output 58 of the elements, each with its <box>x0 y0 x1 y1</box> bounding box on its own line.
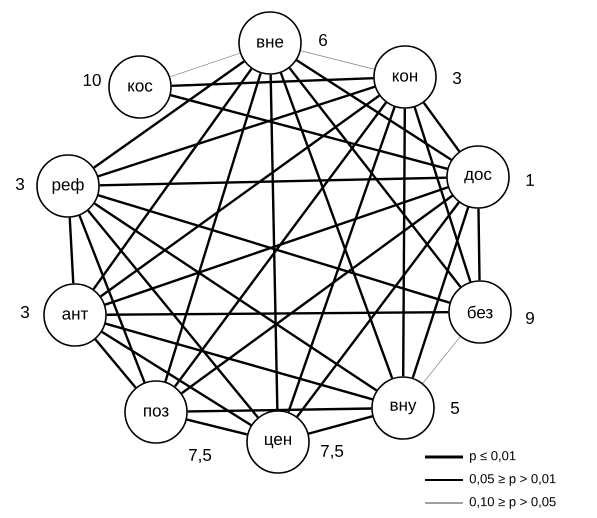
connector-line <box>164 73 262 382</box>
rank-number: 10 <box>84 74 101 86</box>
connector-line <box>422 336 460 384</box>
circle-node: вне <box>238 11 302 75</box>
connector-line <box>280 72 394 379</box>
connector-line <box>105 322 373 400</box>
connector-line <box>296 59 452 161</box>
connector-line <box>172 77 374 87</box>
connector-line <box>94 202 378 392</box>
rank-number: 1 <box>526 174 534 186</box>
connector-line <box>186 418 248 436</box>
connector-line <box>414 106 472 282</box>
rank-number: 3 <box>16 178 24 190</box>
circle-node: поз <box>124 380 188 444</box>
connector-line <box>412 206 470 378</box>
circle-node: дос <box>446 145 510 209</box>
connector-line <box>296 202 460 418</box>
rank-number: 5 <box>450 402 459 414</box>
rank-number: 3 <box>452 72 461 84</box>
circle-node: вну <box>371 376 435 440</box>
rank-number: 6 <box>319 34 327 46</box>
legend-entry: p ≤ 0,01 <box>425 451 516 463</box>
rank-number: 9 <box>526 312 534 324</box>
circle-node: кон <box>373 45 437 109</box>
connector-line <box>94 338 137 388</box>
connector-line <box>308 415 373 435</box>
rank-number: 7,5 <box>189 449 212 463</box>
connector-line <box>101 330 252 426</box>
circle-node: ант <box>43 283 107 347</box>
rank-number: 3 <box>20 306 29 318</box>
circle-node: без <box>448 280 512 344</box>
legend-entry: 0,10 ≥ p > 0,05 <box>424 497 556 509</box>
connector-line <box>269 74 279 410</box>
connector-line <box>170 94 448 170</box>
connector-line <box>100 176 446 186</box>
connector-line <box>87 210 259 418</box>
connector-line <box>188 407 372 413</box>
connector-line <box>100 94 380 298</box>
connector-line <box>180 194 454 394</box>
connector-line <box>477 208 481 280</box>
connector-line <box>422 102 460 152</box>
circle-node: цен <box>246 410 310 474</box>
connector-line <box>287 106 396 412</box>
connector-line <box>92 68 252 290</box>
connector-line <box>402 108 406 376</box>
connector-line <box>93 60 245 169</box>
connector-line <box>288 67 462 288</box>
connector-line <box>68 218 74 284</box>
rank-number: 7,5 <box>321 445 344 459</box>
connector-line <box>106 311 448 316</box>
connector-line <box>78 215 146 383</box>
circle-node: реф <box>36 154 100 218</box>
connector-line <box>174 102 387 388</box>
circle-node: кос <box>108 55 172 119</box>
connector-line <box>300 50 375 70</box>
connector-line <box>98 86 376 178</box>
legend-entry: 0,05 ≥ p > 0,01 <box>425 474 556 486</box>
connector-line <box>170 52 240 78</box>
